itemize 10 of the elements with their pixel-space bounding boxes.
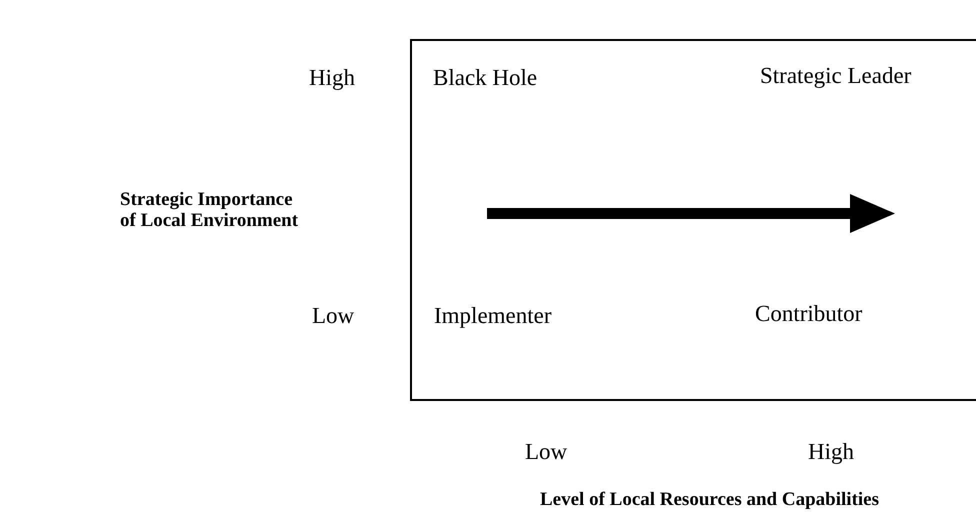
axis-title: Level of Local Resources and Capabilities — [540, 490, 880, 511]
quadrant-label: Implementer — [434, 302, 552, 330]
axis-tick-label: Low — [312, 302, 354, 330]
quadrant-label: Black Hole — [433, 64, 538, 92]
axis-title: Strategic Importance of Local Environment — [120, 190, 300, 232]
axis-tick-label: Low — [525, 438, 568, 466]
quadrant-label: Strategic Leader — [760, 62, 912, 90]
axis-tick-label: High — [808, 438, 854, 466]
axis-tick-label: High — [309, 64, 355, 92]
quadrant-label: Contributor — [755, 300, 862, 328]
